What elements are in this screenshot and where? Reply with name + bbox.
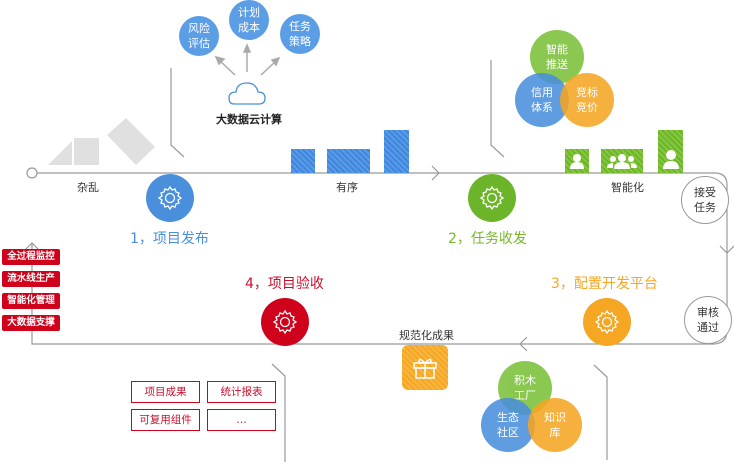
- result-project: 项目成果: [131, 381, 200, 403]
- order-label: 有序: [336, 181, 358, 194]
- start-point: [26, 167, 38, 179]
- bubble-strategy: 任务策略: [280, 14, 320, 54]
- smart-label: 智能化: [611, 181, 644, 194]
- gear-icon: [261, 298, 309, 346]
- arrow-down: [719, 245, 734, 254]
- result-more: …: [207, 409, 276, 431]
- chaos-shapes: [48, 118, 155, 165]
- step-1-label: 1，项目发布: [130, 231, 209, 247]
- step-4-label: 4，项目验收: [245, 276, 324, 292]
- arrow-up: [24, 242, 40, 251]
- gear-icon: [468, 174, 516, 222]
- result-components: 可复用组件: [131, 409, 200, 431]
- step-2-label: 2，任务收发: [448, 231, 527, 247]
- cloud-icon: [228, 82, 266, 105]
- tag-pipeline: 流水线生产: [2, 271, 60, 287]
- order-bar: [384, 130, 409, 173]
- arrow-left: [519, 336, 528, 352]
- person-icon: [565, 149, 589, 173]
- order-bar: [327, 149, 370, 173]
- checkpoint-approve: 审核通过: [684, 296, 732, 344]
- connector-cloud: [170, 68, 185, 158]
- cloud-label: 大数据云计算: [216, 113, 282, 126]
- chaos-label: 杂乱: [77, 181, 99, 194]
- tag-monitoring: 全过程监控: [2, 249, 60, 265]
- arrow-to-risk: [218, 59, 236, 76]
- connector-results: [271, 363, 286, 462]
- connector-venn-top: [490, 60, 505, 158]
- venn-knowledge-base: 知识库: [528, 398, 582, 452]
- checkpoint-accept: 接受任务: [681, 176, 729, 224]
- tag-smart-management: 智能化管理: [2, 293, 60, 309]
- gear-icon: [146, 174, 194, 222]
- venn-ecosystem: 生态社区: [481, 398, 535, 452]
- bubble-plan: 计划成本: [229, 0, 269, 40]
- result-report: 统计报表: [207, 381, 276, 403]
- outcome-label: 规范化成果: [399, 329, 454, 342]
- gift-icon: [402, 345, 448, 390]
- bubble-risk: 风险评估: [179, 16, 219, 56]
- connector-venn-bottom: [593, 364, 608, 460]
- step-3-label: 3，配置开发平台: [551, 276, 658, 292]
- arrow-right: [431, 165, 440, 181]
- order-bar: [291, 149, 315, 173]
- group-icon: [601, 149, 643, 173]
- tag-big-data: 大数据支撑: [2, 315, 60, 331]
- venn-bidding: 竞标竞价: [560, 73, 614, 127]
- gear-icon: [583, 298, 631, 346]
- arrow-to-strategy: [260, 60, 277, 76]
- woman-icon: [658, 130, 683, 173]
